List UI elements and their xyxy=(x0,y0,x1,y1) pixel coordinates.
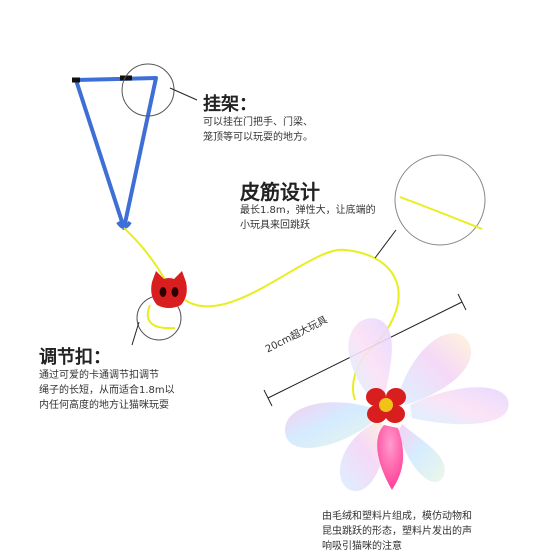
toy-line-1: 由毛绒和塑料片组成，模仿动物和 xyxy=(322,511,472,522)
hanger-callout xyxy=(121,63,198,117)
toy-line-3: 响吸引猫咪的注意 xyxy=(322,541,402,552)
cat-face-icon xyxy=(151,271,187,308)
buckle-description: 通过可爱的卡通调节扣调节 绳子的长短，从而适合1.8m以 内任何高度的地方让猫咪… xyxy=(39,368,175,413)
wing-toy xyxy=(285,318,509,492)
hanger-frame xyxy=(72,75,158,230)
hanger-title: 挂架： xyxy=(203,94,257,115)
elastic-line-1: 最长1.8m，弹性大，让底端的 xyxy=(240,205,376,216)
buckle-line-3: 内任何高度的地方让猫咪玩耍 xyxy=(39,400,169,411)
toy-description: 由毛绒和塑料片组成，模仿动物和 昆虫跳跃的形态，塑料片发出的声 响吸引猫咪的注意 xyxy=(322,509,472,554)
buckle-callout-line xyxy=(131,321,140,346)
elastic-callout xyxy=(374,154,486,259)
elastic-cord-loop xyxy=(146,304,176,330)
buckle-line-2: 绳子的长短，从而适合1.8m以 xyxy=(39,385,175,396)
hanger-line-1: 可以挂在门把手、门梁、 xyxy=(203,117,313,128)
elastic-description: 最长1.8m，弹性大，让底端的 小玩具来回跳跃 xyxy=(240,203,376,233)
buckle-line-1: 通过可爱的卡通调节扣调节 xyxy=(39,370,159,381)
feather-tail xyxy=(377,425,404,490)
toy-line-2: 昆虫跳跃的形态，塑料片发出的声 xyxy=(322,526,472,537)
buckle-title: 调节扣： xyxy=(39,347,111,368)
flower-icon xyxy=(366,388,406,423)
hanger-line-2: 笼顶等可以玩耍的地方。 xyxy=(203,132,313,143)
elastic-line-2: 小玩具来回跳跃 xyxy=(240,220,310,231)
hanger-description: 可以挂在门把手、门梁、 笼顶等可以玩耍的地方。 xyxy=(203,115,313,145)
elastic-title: 皮筋设计 xyxy=(240,180,320,204)
